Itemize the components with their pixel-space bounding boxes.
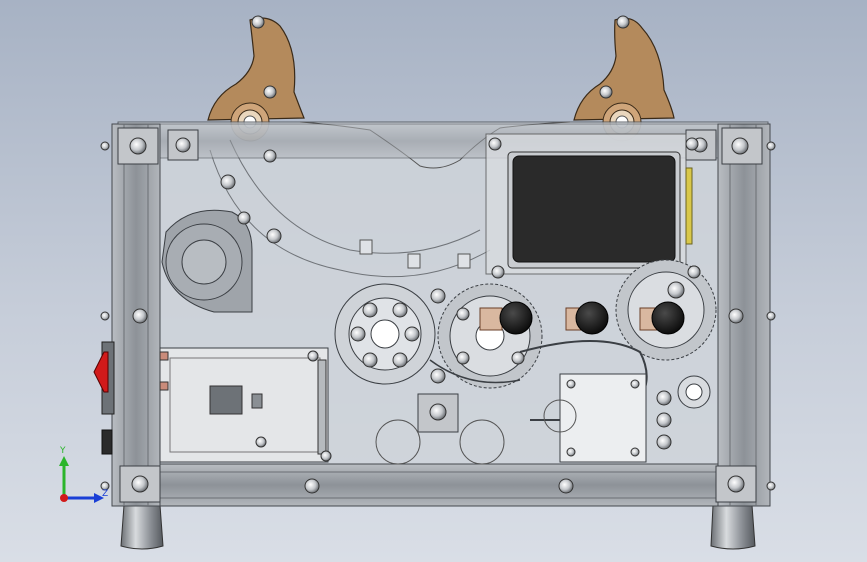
drive-gear-right xyxy=(615,259,717,409)
coordinate-triad: Y Z xyxy=(59,446,108,503)
bottom-rail xyxy=(111,463,771,507)
cooling-fan xyxy=(161,149,282,313)
corner-bracket-bottom-left xyxy=(119,465,161,503)
control-knobs[interactable] xyxy=(479,301,685,335)
drive-gear-center xyxy=(437,283,543,389)
stepper-motor xyxy=(559,373,672,463)
center-bracket xyxy=(375,393,577,465)
foot-right xyxy=(710,504,756,550)
power-switch[interactable] xyxy=(93,341,115,455)
frame-bolts xyxy=(100,141,776,494)
drive-gear-left xyxy=(334,283,446,385)
triad-z-label: Z xyxy=(102,489,108,499)
right-rail xyxy=(717,123,771,507)
triad-y-label: Y xyxy=(59,446,66,456)
corner-bracket-top-left xyxy=(117,127,199,165)
controller-board xyxy=(159,347,332,463)
corner-bracket-top-right xyxy=(685,127,763,165)
foot-left xyxy=(120,504,164,550)
corner-bracket-bottom-right xyxy=(715,465,757,503)
lcd-display[interactable] xyxy=(485,133,701,279)
